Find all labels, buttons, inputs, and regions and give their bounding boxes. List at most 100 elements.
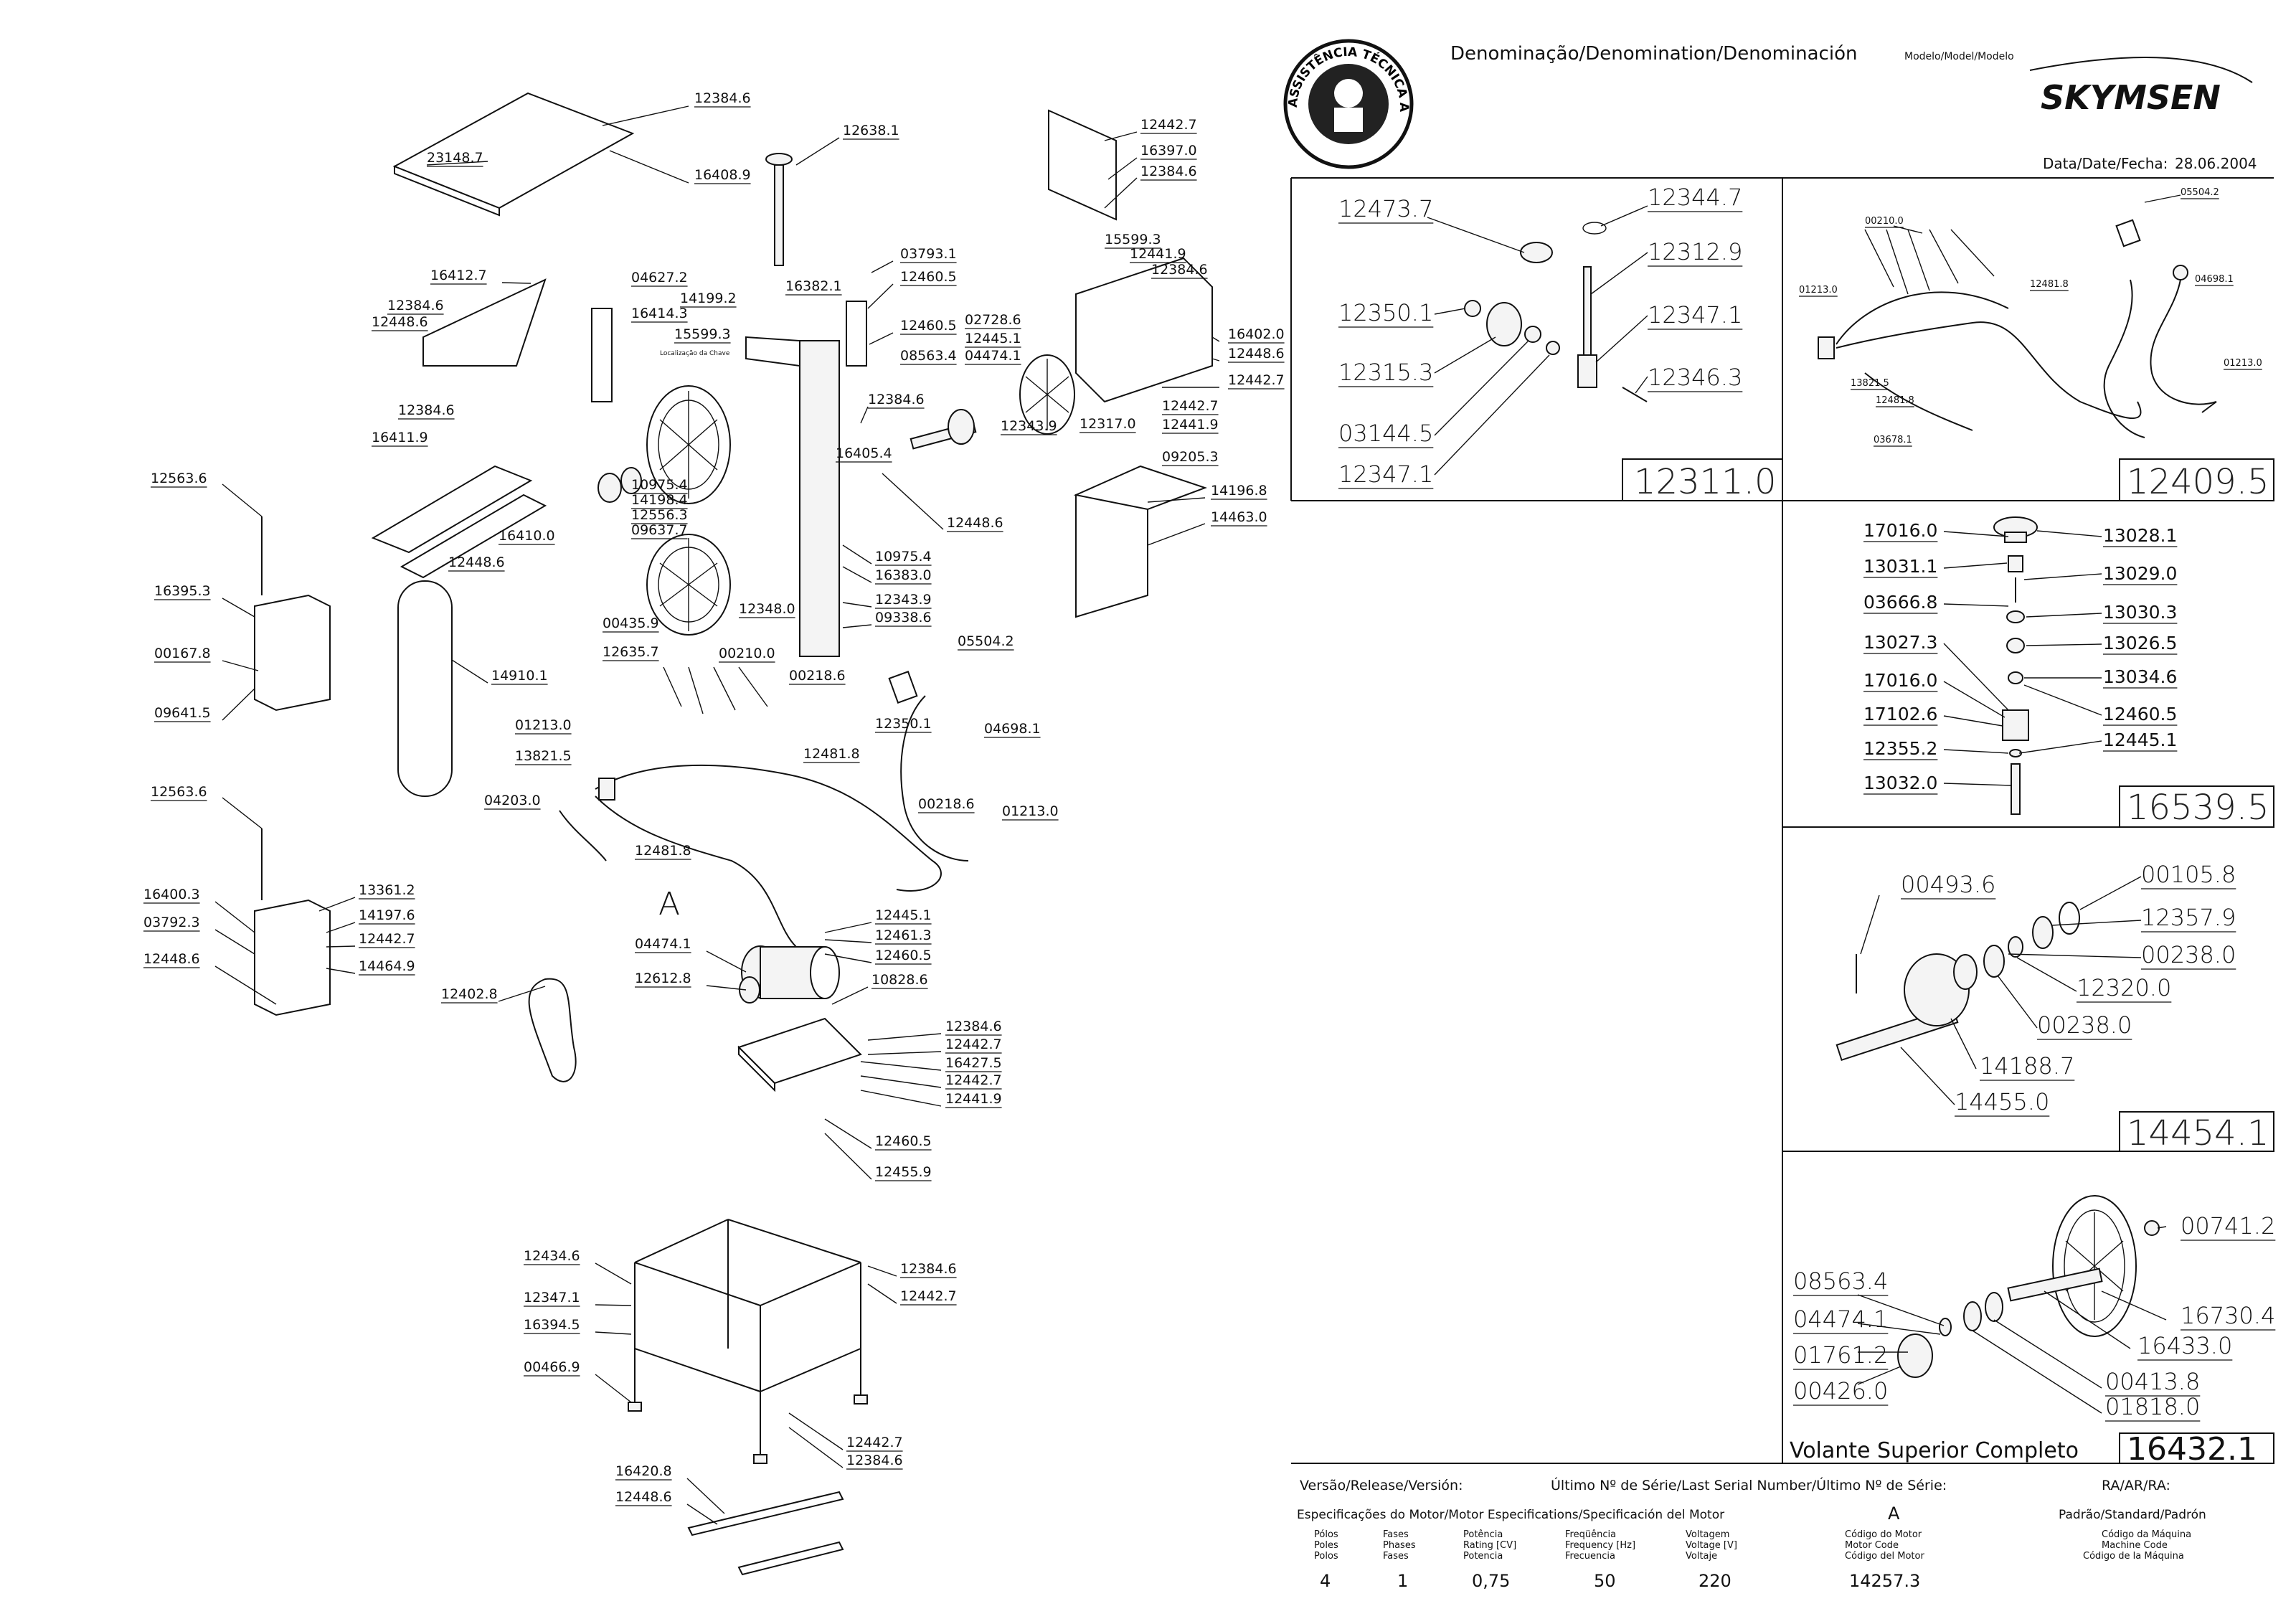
part-label: 12347.1	[1338, 461, 1433, 488]
part-label: 13031.1	[1863, 556, 1937, 577]
motor-spec-label: Especificações do Motor/Motor Especifica…	[1297, 1508, 1724, 1522]
part-label: 0,75	[1472, 1571, 1510, 1591]
part-label: 09637.7	[631, 522, 688, 538]
part-label: 13034.6	[2103, 666, 2177, 687]
part-label: 10975.4	[631, 477, 688, 493]
part-label: 08563.4	[1793, 1267, 1888, 1295]
part-label: 00413.8	[2105, 1368, 2200, 1395]
part-label: Pólos	[1314, 1529, 1338, 1540]
part-label: 01213.0	[515, 717, 572, 733]
part-label: 14455.0	[1955, 1088, 2049, 1115]
part-label: 12556.3	[631, 507, 688, 523]
part-label: 01213.0	[1799, 285, 1838, 296]
part-label: 12445.1	[875, 907, 932, 923]
part-label: Código de la Máquina	[2083, 1551, 2184, 1562]
part-label: Freqüência	[1565, 1529, 1616, 1540]
part-label: Frecuencia	[1565, 1551, 1615, 1562]
box-16539-labels: 17016.0 13028.1 13031.1 13029.0 03666.8 …	[1863, 520, 2269, 828]
part-label: 00218.6	[789, 668, 846, 684]
part-label: 12384.6	[1140, 164, 1197, 179]
box-12409-title: 12409.5	[2127, 462, 2269, 502]
part-label: 12402.8	[441, 986, 498, 1002]
part-label: 00493.6	[1901, 871, 1995, 898]
part-label: Potência	[1463, 1529, 1503, 1540]
part-label: 04474.1	[965, 348, 1021, 364]
part-label: 02728.6	[965, 312, 1021, 328]
part-label: 16433.0	[2137, 1332, 2232, 1359]
part-label: 13029.0	[2103, 563, 2177, 584]
part-label: Voltagem	[1686, 1529, 1729, 1540]
part-label: Polos	[1314, 1551, 1338, 1562]
part-label: 13361.2	[359, 882, 415, 898]
part-label: Voltaje	[1686, 1551, 1717, 1562]
stand-frame	[628, 1219, 868, 1576]
part-label: 05504.2	[958, 633, 1014, 649]
part-label: 14196.8	[1211, 483, 1267, 499]
part-label: Fases	[1383, 1551, 1409, 1562]
part-label: 01818.0	[2105, 1393, 2200, 1420]
part-label: 12384.6	[846, 1453, 903, 1468]
part-label: 12441.9	[1162, 417, 1219, 433]
part-label: 12460.5	[875, 1133, 932, 1149]
part-label: 12344.7	[1648, 184, 1742, 211]
part-label: 04203.0	[484, 793, 541, 808]
part-label: Voltage [V]	[1686, 1540, 1737, 1551]
footer: Versão/Release/Versión: Último Nº de Sér…	[1297, 1476, 2206, 1591]
part-label: 12442.7	[945, 1072, 1002, 1088]
part-label: 01761.2	[1793, 1341, 1888, 1369]
version-value: A	[1888, 1503, 1900, 1524]
part-label: 00105.8	[2141, 861, 2236, 888]
part-label: 12441.9	[945, 1091, 1002, 1107]
part-label: 12442.7	[1228, 372, 1285, 388]
part-label: 03793.1	[900, 246, 957, 262]
part-label: 16420.8	[615, 1463, 672, 1479]
part-label: 16405.4	[836, 445, 892, 461]
part-label: 12320.0	[2077, 974, 2171, 1001]
seal-logo	[1283, 39, 1414, 169]
part-label: 00210.0	[719, 646, 775, 661]
part-label: 12384.6	[387, 298, 444, 313]
part-label: 16427.5	[945, 1055, 1002, 1071]
part-label: 12384.6	[1151, 262, 1208, 278]
part-label: 13026.5	[2103, 633, 2177, 653]
part-label: 00466.9	[524, 1359, 580, 1375]
date-label: Data/Date/Fecha:	[2043, 155, 2168, 172]
part-label: Código da Máquina	[2102, 1529, 2191, 1540]
box-16432-labels: 00741.2 08563.4 16730.4 04474.1 16433.0 …	[1790, 1212, 2276, 1468]
part-label: 14198.4	[631, 492, 688, 508]
part-label: 12460.5	[875, 948, 932, 963]
part-label: 12460.5	[2103, 704, 2177, 724]
part-label: 03678.1	[1874, 435, 1912, 445]
part-label: 12448.6	[1228, 346, 1285, 362]
part-label: 12481.8	[803, 746, 860, 762]
part-label: 12384.6	[900, 1261, 957, 1277]
part-label: 16383.0	[875, 567, 932, 583]
main-part-labels: 12384.6 23148.7 16408.9 12638.1 12442.7 …	[143, 90, 1285, 1506]
detail-frames	[1290, 177, 2274, 1464]
part-label: 12460.5	[900, 318, 957, 334]
box-16432-subtitle: Volante Superior Completo	[1790, 1438, 2079, 1463]
serial-label: Último Nº de Série/Last Serial Number/Úl…	[1551, 1476, 1947, 1493]
part-label: 12348.0	[739, 601, 795, 617]
box-16539-drawing	[1943, 516, 2102, 815]
box-16432-title: 16432.1	[2127, 1431, 2257, 1468]
part-label: 12481.8	[2030, 279, 2069, 290]
part-label: 23148.7	[427, 150, 483, 166]
version-label: Versão/Release/Versión:	[1300, 1478, 1463, 1493]
main-exploded-drawing	[254, 92, 1213, 1576]
part-label: 13821.5	[515, 748, 572, 764]
part-label: 03792.3	[143, 915, 200, 930]
brand-logo: SKYMSEN	[2041, 78, 2221, 117]
box-12311-drawing	[1427, 205, 1648, 476]
motor-spec-values: 4 1 0,75 50 220 14257.3	[1320, 1571, 1920, 1591]
part-label: 08563.4	[900, 348, 957, 364]
ra-label: RA/AR/RA:	[2102, 1478, 2170, 1493]
part-label: 13032.0	[1863, 773, 1937, 793]
part-label: 09205.3	[1162, 449, 1219, 465]
part-label: 12347.1	[524, 1290, 580, 1306]
part-label: 16411.9	[372, 430, 428, 445]
part-label: 12460.5	[900, 269, 957, 285]
part-label: 09338.6	[875, 610, 932, 625]
part-label: 04698.1	[984, 721, 1041, 737]
